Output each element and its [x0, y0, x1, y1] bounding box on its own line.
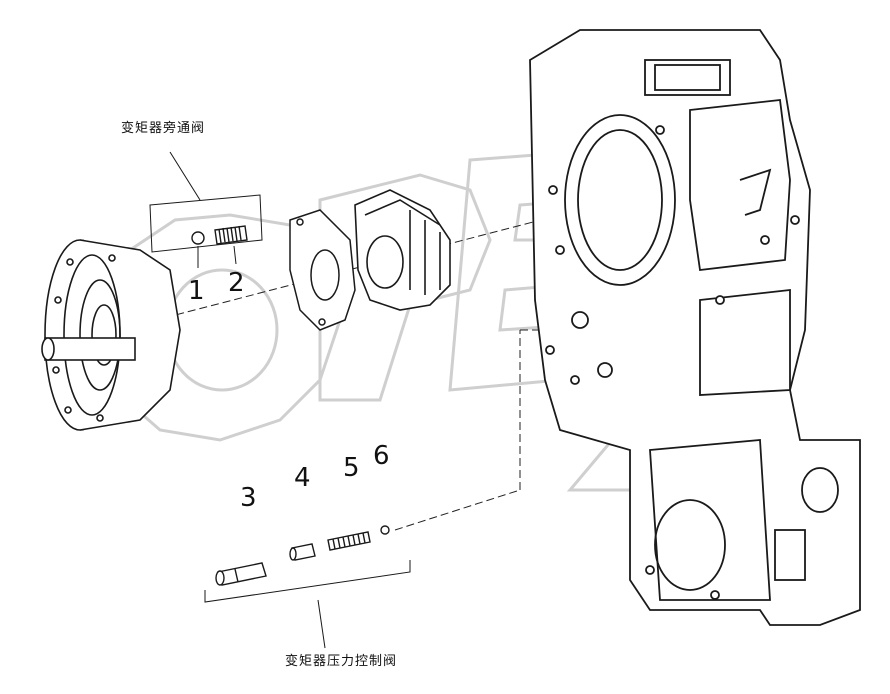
bypass-valve-parts [149, 151, 263, 253]
part-5-spring [327, 531, 371, 551]
valve-body [354, 189, 451, 311]
part-number-2: 2 [228, 268, 245, 298]
part-number-5: 5 [343, 453, 360, 483]
part-leaders [197, 245, 237, 268]
gasket [289, 209, 356, 331]
part-4-sleeve [289, 543, 316, 561]
part-number-4: 4 [294, 463, 311, 493]
bypass-caption-box [149, 194, 263, 253]
part-2-spring [214, 225, 248, 245]
pressure-control-valve-caption: 变矩器压力控制阀 [285, 654, 398, 669]
part-6-plug [380, 525, 390, 535]
transmission-housing [529, 29, 861, 626]
part-number-1: 1 [188, 276, 205, 306]
pressure-bracket [204, 560, 411, 603]
part-number-3: 3 [240, 483, 257, 513]
part-3-spool [215, 562, 267, 586]
bypass-leader-line [169, 151, 201, 201]
pump-housing [41, 239, 181, 431]
pressure-leader-line [317, 599, 326, 649]
part-number-6: 6 [373, 441, 390, 471]
part-1-ball [191, 231, 205, 245]
pressure-valve-parts [204, 525, 411, 649]
bypass-valve-caption: 变矩器旁通阀 [121, 121, 206, 136]
